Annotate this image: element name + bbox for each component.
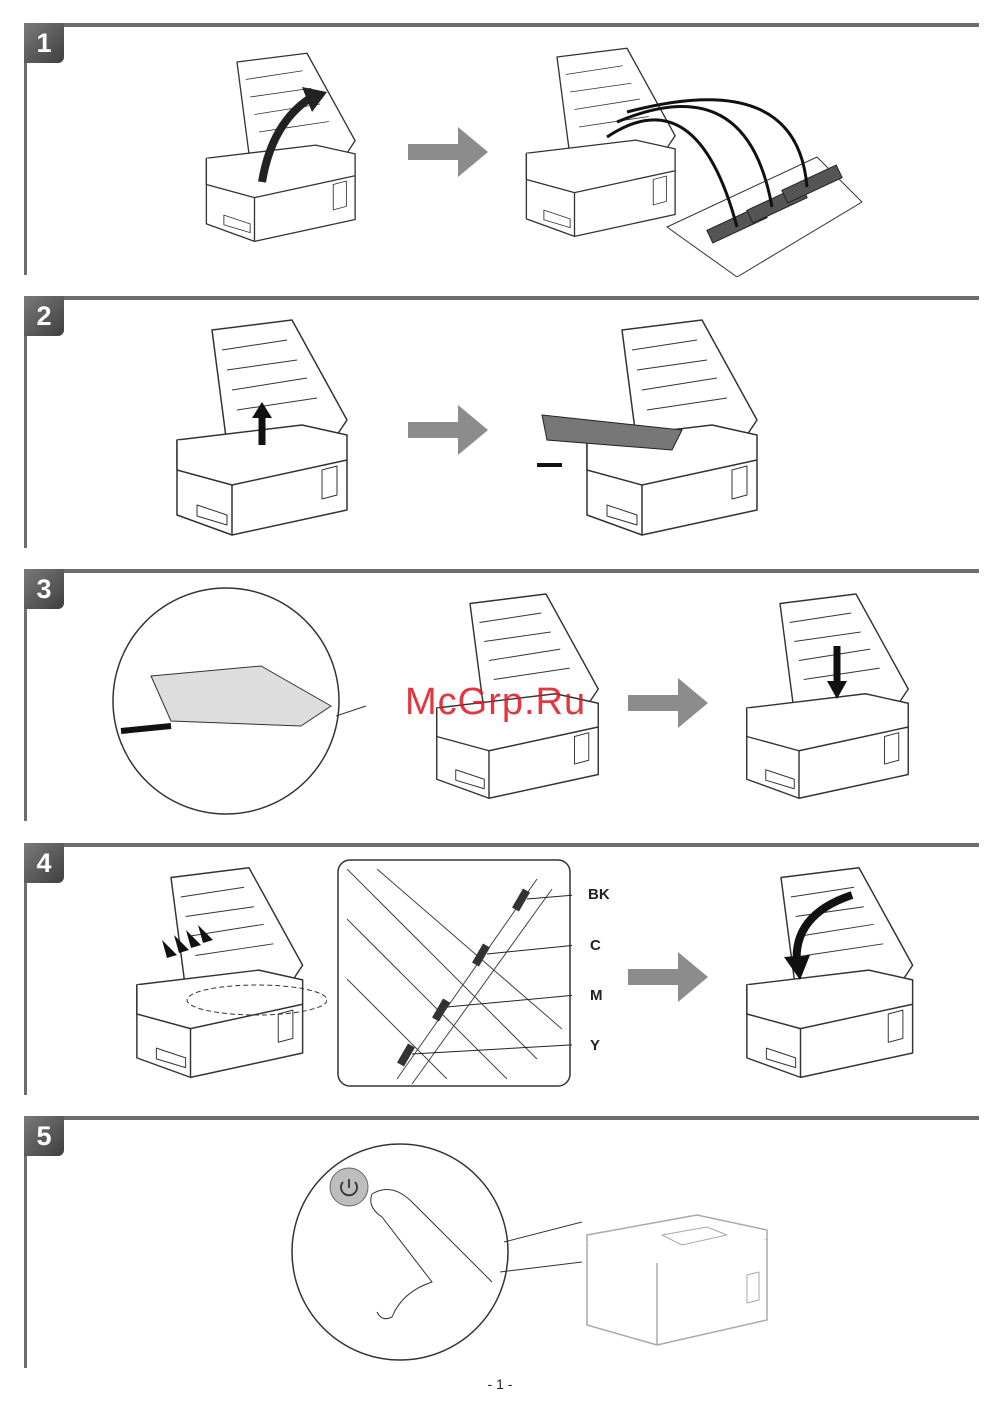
power-button-magnified-illustration xyxy=(291,1143,582,1361)
label-cyan-toner: C xyxy=(590,937,601,954)
toner-color-detail-illustration xyxy=(337,859,572,1087)
drum-drawer-illustration xyxy=(537,414,683,467)
printer-lift-drawer-illustration xyxy=(172,310,372,550)
step-5-panel: 5 xyxy=(24,1116,979,1368)
step-1-panel: 1 xyxy=(24,23,979,277)
page-number: - 1 - xyxy=(487,1376,513,1392)
printer-close-cover-illustration xyxy=(742,855,937,1095)
step-4-panel: 4 BK C M Y xyxy=(24,843,979,1095)
arrow-right-icon xyxy=(627,952,709,1002)
step-number-badge: 2 xyxy=(24,296,64,336)
step-number-badge: 4 xyxy=(24,843,64,883)
unpack-drum-magnified-illustration xyxy=(112,587,367,815)
arrow-right-icon xyxy=(407,405,489,455)
printer-closed-illustration xyxy=(562,1195,792,1355)
step-2-panel: 2 xyxy=(24,296,979,548)
step-number-badge: 5 xyxy=(24,1116,64,1156)
label-magenta-toner: M xyxy=(590,987,603,1004)
arrow-right-icon xyxy=(407,127,489,177)
drums-on-paper-illustration xyxy=(606,98,863,277)
watermark: McGrp.Ru xyxy=(405,681,587,723)
arrow-right-icon xyxy=(627,678,709,728)
step-number-badge: 1 xyxy=(24,23,64,63)
step-3-panel: 3 McGrp.Ru xyxy=(24,569,979,821)
printer-toner-push-illustration xyxy=(132,855,327,1095)
printer-press-drum-illustration xyxy=(742,581,932,816)
printer-open-illustration xyxy=(202,42,377,257)
step-number-badge: 3 xyxy=(24,569,64,609)
label-yellow-toner: Y xyxy=(590,1037,601,1054)
label-black-toner: BK xyxy=(588,886,610,903)
